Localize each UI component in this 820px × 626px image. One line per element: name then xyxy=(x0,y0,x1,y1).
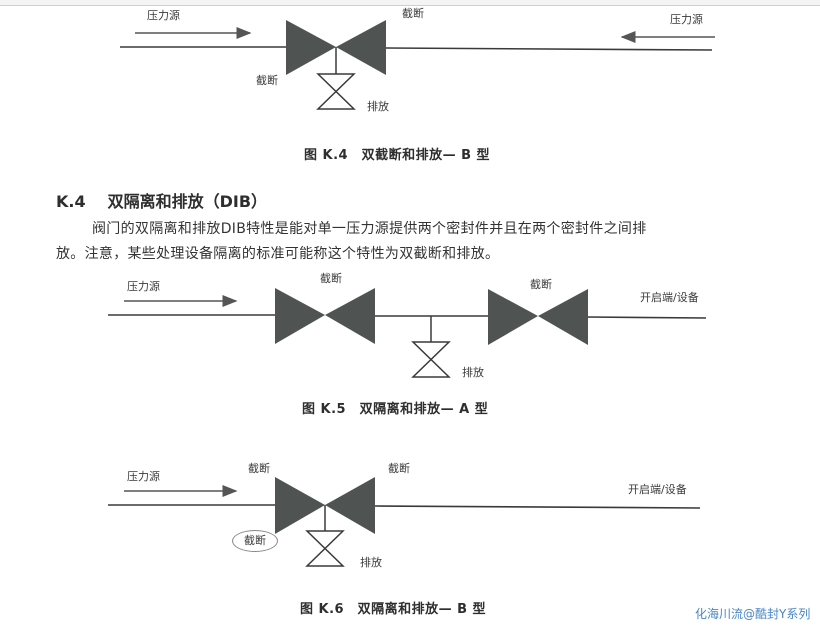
pipe-line xyxy=(374,505,701,509)
label-pressure-source: 压力源 xyxy=(127,470,160,483)
figure-k6-caption: 图 K.6 双隔离和排放— B 型 xyxy=(300,602,487,617)
figure-k6 xyxy=(108,477,701,567)
top-border xyxy=(0,0,820,6)
label-bleed: 排放 xyxy=(360,556,382,569)
pipe-line xyxy=(385,47,713,51)
label-pressure-source-right: 压力源 xyxy=(670,13,703,26)
pipe-line xyxy=(587,316,707,319)
bleed-valve xyxy=(305,530,345,567)
label-block-top-left: 截断 xyxy=(248,462,270,475)
label-block-2: 截断 xyxy=(530,278,552,291)
label-block-top: 截断 xyxy=(402,7,424,20)
watermark: 化海川流@酷封Y系列 xyxy=(695,607,811,621)
figure-k5 xyxy=(108,288,707,378)
block-valve-2-right xyxy=(538,289,588,345)
label-block-top-right: 截断 xyxy=(388,462,410,475)
section-number: K.4 xyxy=(56,192,86,211)
bleed-valve xyxy=(316,73,356,110)
label-pressure-source-left: 压力源 xyxy=(147,9,180,22)
label-open-end-equipment: 开启端/设备 xyxy=(640,291,699,304)
label-block-left: 截断 xyxy=(256,74,278,87)
label-block-1: 截断 xyxy=(320,272,342,285)
paragraph-line-1: 阀门的双隔离和排放DIB特性是能对单一压力源提供两个密封件并且在两个密封件之间排 xyxy=(92,221,647,237)
figure-k5-caption: 图 K.5 双隔离和排放— A 型 xyxy=(302,402,489,417)
block-valve-right xyxy=(325,477,375,534)
block-valve-left xyxy=(275,477,325,534)
paragraph-line-2: 放。注意，某些处理设备隔离的标准可能称这个特性为双截断和排放。 xyxy=(56,246,500,262)
figure-k4-caption: 图 K.4 双截断和排放— B 型 xyxy=(304,148,491,163)
figure-k4 xyxy=(120,20,715,110)
label-bleed: 排放 xyxy=(367,100,389,113)
label-open-end-equipment: 开启端/设备 xyxy=(628,483,687,496)
block-valve-2-left xyxy=(488,289,538,345)
label-bleed: 排放 xyxy=(462,366,484,379)
bleed-valve xyxy=(411,341,451,378)
label-block-circled: 截断 xyxy=(232,530,278,552)
block-valve-1-right xyxy=(325,288,375,344)
section-heading: K.4 双隔离和排放（DIB） xyxy=(56,188,267,212)
block-valve-1-left xyxy=(275,288,325,344)
label-pressure-source: 压力源 xyxy=(127,280,160,293)
section-title: 双隔离和排放（DIB） xyxy=(107,192,268,211)
block-valve-right xyxy=(336,20,386,75)
block-valve-left xyxy=(286,20,336,75)
